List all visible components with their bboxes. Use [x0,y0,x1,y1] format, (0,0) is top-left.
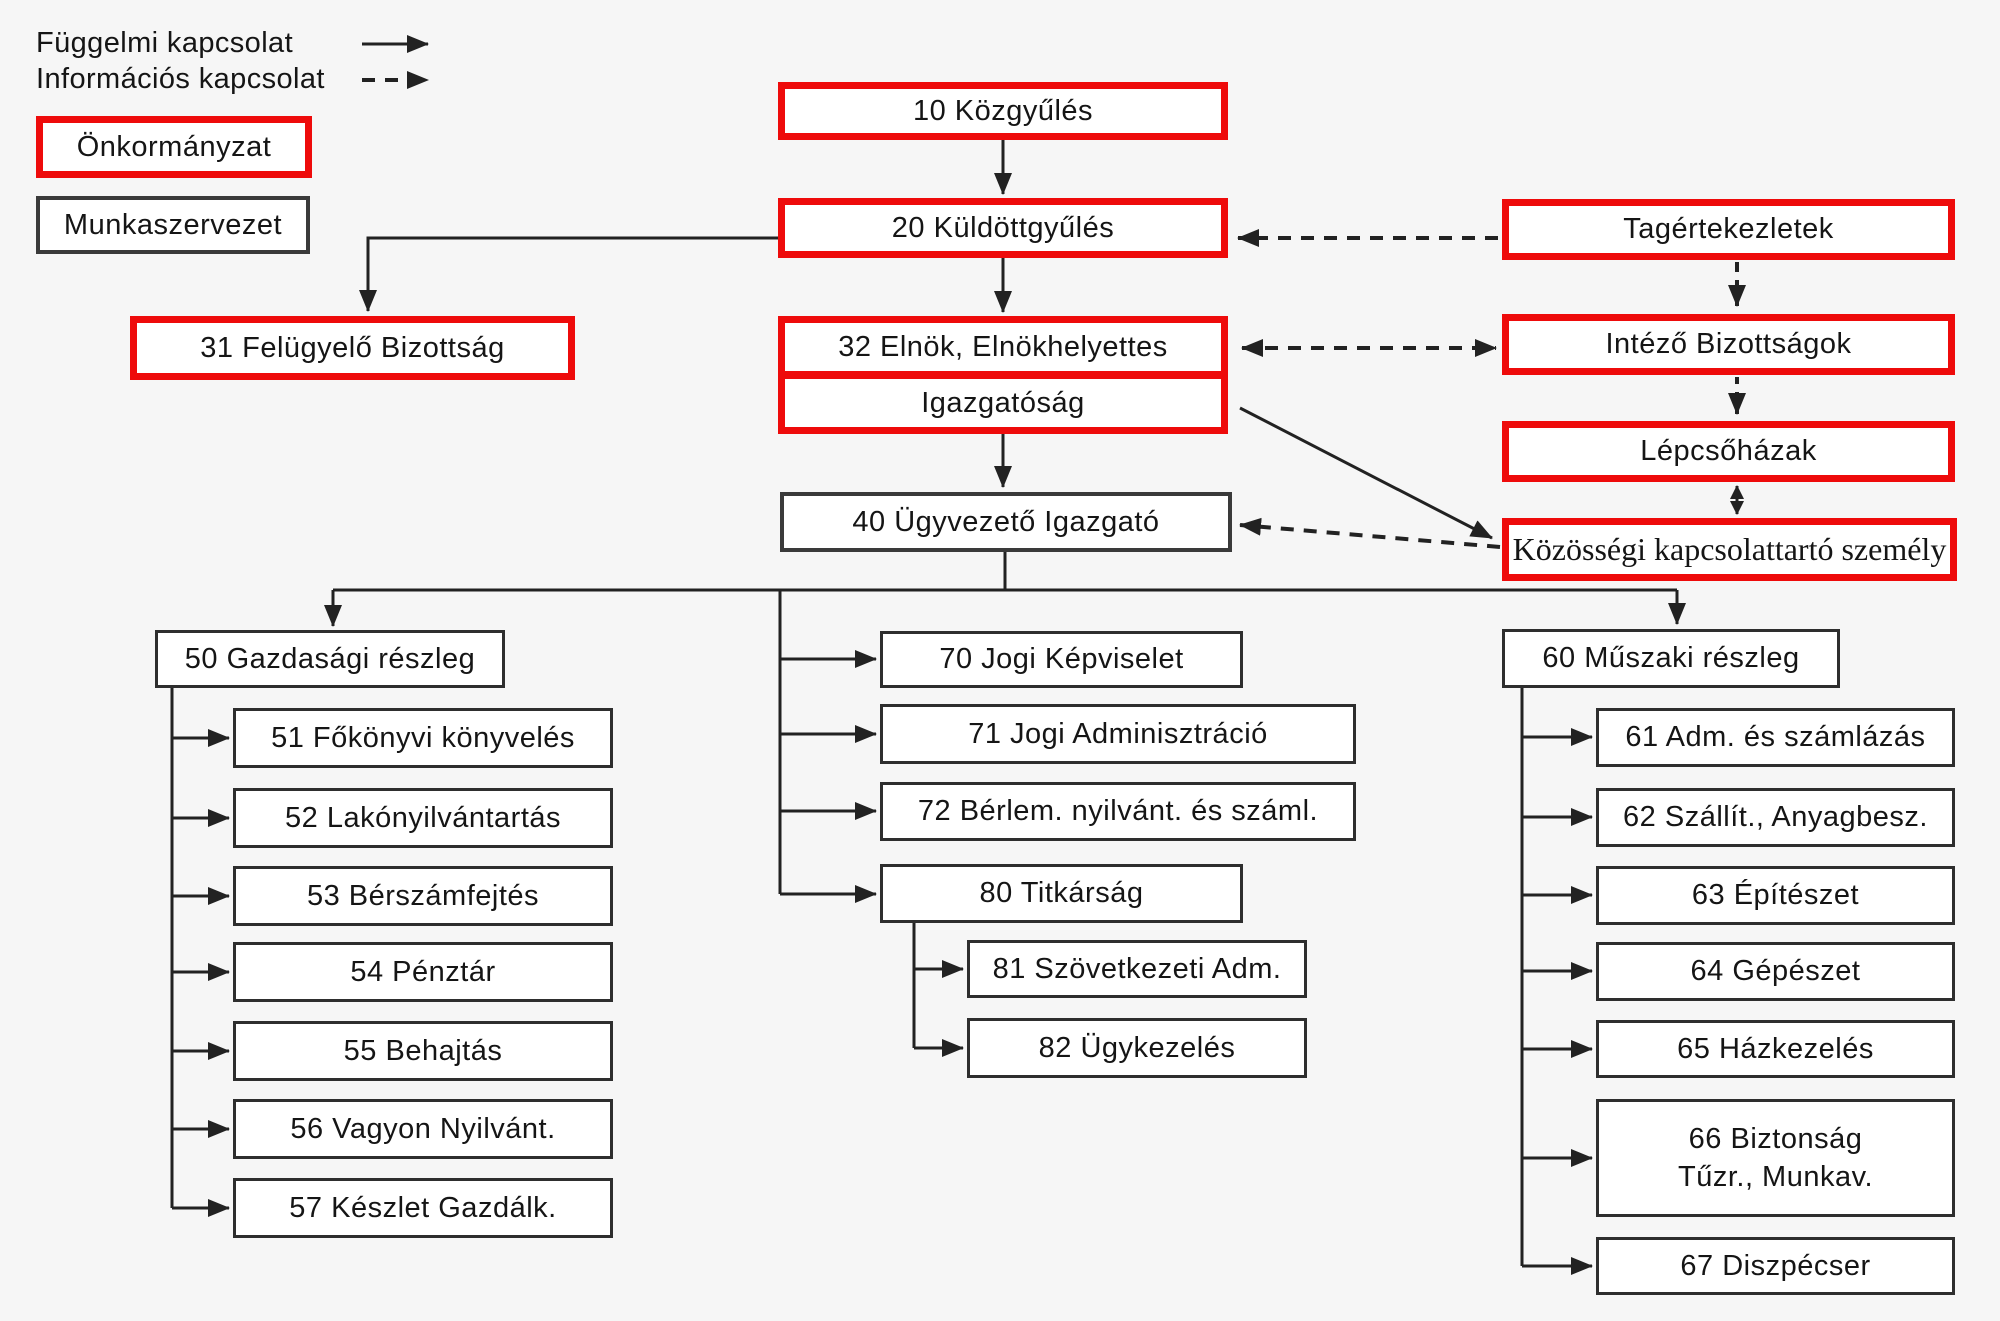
dashed-connectors [362,71,1746,549]
org-node-40-ugyvezeto-igazgato: 40 Ügyvezető Igazgató [780,492,1232,552]
legend-onkormanyzat-box: Önkormányzat [36,116,312,178]
org-node-57-keszlet-gazdalk: 57 Készlet Gazdálk. [233,1178,613,1238]
org-node-igazgatosag: Igazgatóság [778,372,1228,434]
org-node-intezo-bizottsagok: Intéző Bizottságok [1502,314,1955,375]
org-node-20-kuldottgyules: 20 Küldöttgyűlés [778,198,1228,258]
org-node-32-elnok-elnokhelyettes: 32 Elnök, Elnökhelyettes [778,316,1228,378]
legend-information-label: Információs kapcsolat [36,63,325,95]
org-node-60-muszaki-reszleg: 60 Műszaki részleg [1502,629,1840,688]
org-node-62-szallit-anyagbesz: 62 Szállít., Anyagbesz. [1596,788,1955,847]
org-node-50-gazdasagi-reszleg: 50 Gazdasági részleg [155,630,505,688]
org-node-71-jogi-adminisztracio: 71 Jogi Adminisztráció [880,704,1356,764]
org-node-66-biztonsag-tuzr-munkav: 66 Biztonság Tűzr., Munkav. [1596,1099,1955,1217]
org-node-64-gepeszet: 64 Gépészet [1596,942,1955,1001]
org-node-51-fokonyvi-konyveles: 51 Főkönyvi könyvelés [233,708,613,768]
org-node-61-adm-es-szamlazas: 61 Adm. és számlázás [1596,708,1955,767]
org-node-81-szovetkezeti-adm: 81 Szövetkezeti Adm. [967,940,1307,998]
org-node-31-felugyelo-bizottsag: 31 Felügyelő Bizottság [130,316,575,380]
org-node-82-ugykezeles: 82 Ügykezelés [967,1018,1307,1078]
org-node-53-berszamfejtes: 53 Bérszámfejtés [233,866,613,926]
org-node-65-hazkezeles: 65 Házkezelés [1596,1020,1955,1078]
legend-dependency-label: Függelmi kapcsolat [36,27,294,59]
org-node-56-vagyon-nyilvant: 56 Vagyon Nyilvánt. [233,1099,613,1159]
org-node-10-kozgyules: 10 Közgyűlés [778,82,1228,140]
legend-munkaszervezet-box: Munkaszervezet [36,196,310,254]
solid-connectors [170,35,1744,1275]
org-node-72-berlem-nyilvant-szaml: 72 Bérlem. nyilvánt. és száml. [880,782,1356,841]
org-node-67-diszpecser: 67 Diszpécser [1596,1237,1955,1295]
org-node-70-jogi-kepviselet: 70 Jogi Képviselet [880,631,1243,688]
org-node-kozossegi-kapcsolattarto: Közösségi kapcsolattartó személy [1502,518,1957,581]
org-node-80-titkarsag: 80 Titkárság [880,864,1243,923]
org-node-55-behajtas: 55 Behajtás [233,1021,613,1081]
org-node-54-penztar: 54 Pénztár [233,942,613,1002]
org-node-tagertekezletek: Tagértekezletek [1502,199,1955,260]
org-node-52-lakonyilvantartas: 52 Lakónyilvántartás [233,788,613,848]
org-node-lepcsohazak: Lépcsőházak [1502,421,1955,482]
org-node-63-epiteszet: 63 Építészet [1596,866,1955,925]
